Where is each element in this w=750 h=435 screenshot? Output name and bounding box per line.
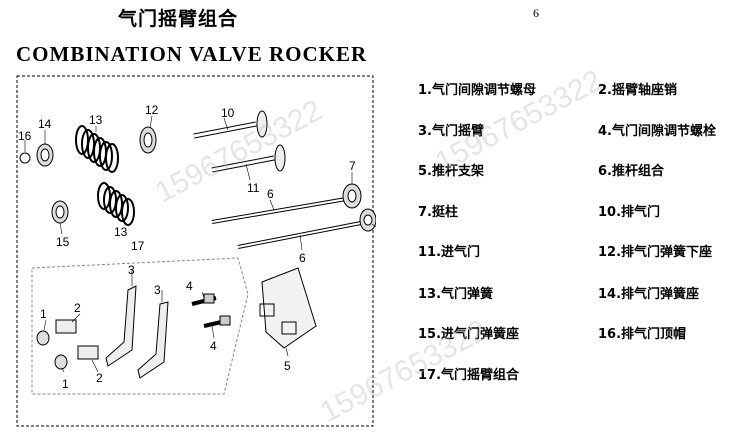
callout-15: 15: [56, 235, 70, 249]
lower-spring-seat-part: [139, 126, 157, 154]
valve-cap-part: [19, 152, 31, 164]
shaft-pin-part: [55, 319, 99, 360]
adjusting-nut-part: [36, 330, 68, 370]
legend-item-11: 11.进气门: [418, 245, 481, 260]
diagram-frame: [16, 75, 374, 427]
callout-11: 11: [247, 181, 260, 195]
callout-14: 14: [38, 117, 52, 131]
spring-seat-part: [36, 143, 54, 167]
legend-item-12: 12.排气门弹簧下座: [598, 245, 713, 260]
callout-13-upper: 13: [89, 113, 103, 127]
intake-valve-part: [211, 144, 286, 173]
page-title-chinese: 气门摇臂组合: [118, 8, 239, 30]
callout-1-upper: 1: [40, 307, 47, 321]
leader-lines: [24, 115, 376, 373]
callout-1-lower: 1: [62, 377, 69, 391]
legend-item-5: 5.推杆支架: [418, 164, 484, 179]
rocker-arm-part: [105, 285, 169, 379]
legend-item-6: 6.推杆组合: [598, 164, 664, 179]
legend-item-15: 15.进气门弹簧座: [418, 327, 520, 342]
callout-13-lower: 13: [114, 225, 128, 239]
callout-2-upper: 2: [74, 301, 81, 315]
callout-4-upper: 4: [186, 279, 193, 293]
legend-item-14: 14.排气门弹簧座: [598, 287, 700, 302]
callout-6-lower: 6: [299, 251, 306, 265]
callout-3-left: 3: [128, 263, 135, 277]
parts-legend: 1.气门间隙调节螺母 2.摇臂轴座销 3.气门摇臂 4.气门间隙调节螺栓 5.推…: [418, 72, 748, 392]
adjusting-bolt-part: [191, 293, 231, 328]
valve-spring-lower-part: [97, 182, 135, 226]
intake-spring-seat-part: [51, 200, 69, 224]
legend-item-10: 10.排气门: [598, 205, 661, 220]
callout-4-lower: 4: [210, 339, 217, 353]
valve-spring-upper-part: [75, 125, 119, 173]
push-rod-part: [211, 196, 367, 249]
legend-item-7: 7.挺柱: [418, 205, 458, 220]
legend-item-2: 2.摇臂轴座销: [598, 83, 677, 98]
callout-3-right: 3: [154, 283, 161, 297]
legend-item-17: 17.气门摇臂组合: [418, 368, 520, 383]
callout-10: 10: [221, 106, 235, 120]
callout-17: 17: [131, 239, 145, 253]
legend-item-16: 16.排气门顶帽: [598, 327, 687, 342]
callout-12: 12: [145, 103, 159, 117]
callout-2-lower: 2: [96, 371, 103, 385]
legend-item-3: 3.气门摇臂: [418, 124, 484, 139]
callout-7-upper: 7: [349, 159, 356, 173]
tappet-part: [342, 183, 376, 232]
parts-diagram: 16 14 13 12 10 11 7 7 6 6 15 13 17 3 3 4…: [16, 75, 376, 427]
callout-6-upper: 6: [267, 187, 274, 201]
legend-item-4: 4.气门间隙调节螺栓: [598, 124, 716, 139]
callout-16: 16: [18, 129, 32, 143]
callout-5: 5: [284, 359, 291, 373]
exhaust-valve-part: [193, 110, 268, 139]
page-title-english: COMBINATION VALVE ROCKER: [16, 42, 368, 66]
rocker-group-frame: [31, 257, 249, 395]
push-rod-bracket-part: [259, 267, 317, 349]
legend-item-13: 13.气门弹簧: [418, 287, 494, 302]
top-callout-number: 6: [533, 6, 539, 20]
legend-item-1: 1.气门间隙调节螺母: [418, 83, 536, 98]
